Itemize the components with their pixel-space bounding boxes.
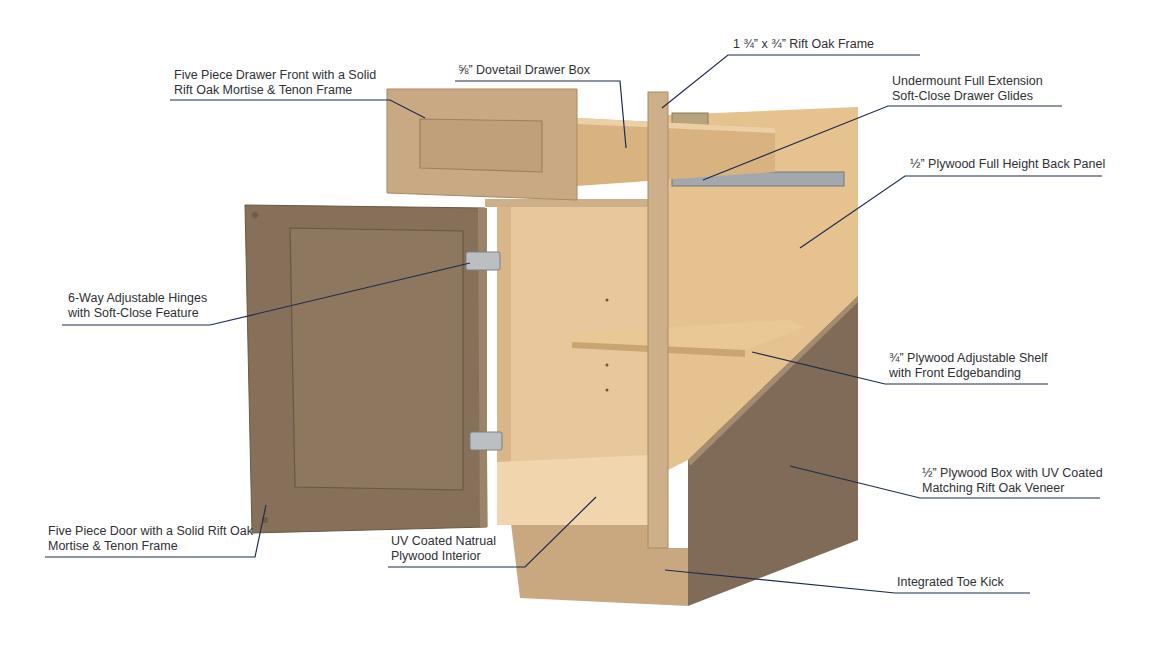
- callout-label: ½” Plywood Box with UV Coated Matching R…: [922, 466, 1122, 496]
- callout-label: Five Piece Drawer Front with a Solid Rif…: [174, 68, 389, 98]
- hinge: [466, 252, 500, 270]
- screw: [252, 212, 258, 218]
- callout-label: Undermount Full Extension Soft-Close Dra…: [892, 74, 1060, 104]
- shelf-pin-hole: [606, 364, 609, 367]
- callout-label: ½” Plywood Full Height Back Panel: [910, 157, 1105, 172]
- leader-line: [45, 505, 266, 557]
- drawer-panel: [420, 119, 542, 172]
- drawer-box: [577, 118, 775, 186]
- leader-line: [665, 570, 1030, 593]
- leader-line: [662, 55, 920, 108]
- drawer-front: [387, 89, 577, 200]
- interior-floor: [497, 455, 648, 525]
- leader-line: [388, 497, 596, 567]
- drawer-box-top: [577, 118, 775, 133]
- callout-label: ¾” Plywood Adjustable Shelf with Front E…: [889, 351, 1063, 381]
- face-frame-stile: [648, 92, 668, 548]
- leader-line: [455, 81, 626, 148]
- leader-line: [62, 263, 470, 325]
- cabinet-interior: [497, 205, 648, 525]
- callout-label: ⅝” Dovetail Drawer Box: [458, 63, 590, 78]
- shelf-pin-hole: [606, 299, 609, 302]
- door-panel: [290, 228, 463, 490]
- leader-lines: [45, 55, 1102, 593]
- callout-label: Integrated Toe Kick: [897, 575, 1004, 590]
- hinge: [470, 432, 502, 450]
- callout-label: 1 ¾” x ¾” Rift Oak Frame: [733, 37, 874, 52]
- leader-line: [170, 100, 425, 118]
- leader-line: [800, 176, 1102, 248]
- door: [245, 205, 487, 533]
- shelf-pin-hole: [606, 389, 609, 392]
- callout-label: Five Piece Door with a Solid Rift Oak Mo…: [48, 524, 258, 554]
- face-frame-rail: [485, 199, 650, 207]
- callout-label: UV Coated Natrual Plywood Interior: [391, 534, 517, 564]
- callout-label: 6-Way Adjustable Hinges with Soft-Close …: [68, 291, 218, 321]
